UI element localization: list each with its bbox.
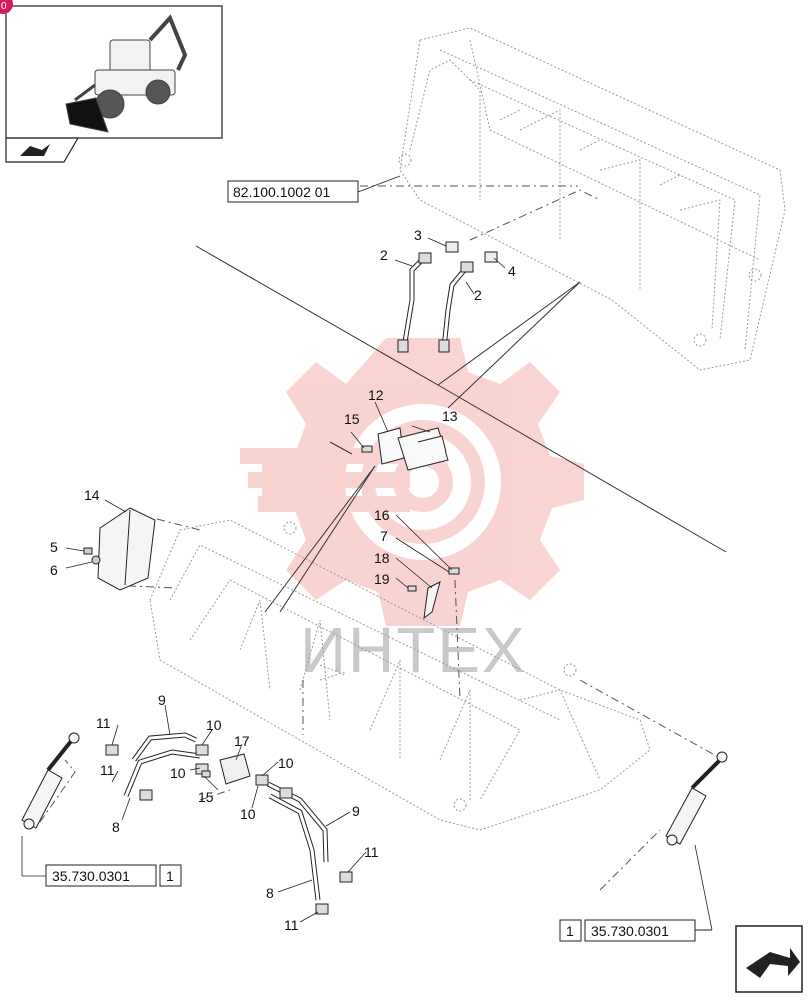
callout-17: 17 [234, 733, 250, 749]
lower-bucket [149, 519, 651, 831]
callout-14: 14 [84, 487, 100, 503]
callout-11d: 11 [284, 917, 299, 933]
callout-6: 6 [50, 562, 58, 578]
badge: 0 [0, 0, 13, 14]
guard-14 [97, 507, 156, 591]
callout-12: 12 [368, 387, 384, 403]
callout-3: 3 [414, 227, 422, 243]
thumbnail-panel[interactable] [5, 5, 223, 139]
gear-watermark-icon [240, 338, 584, 626]
screw-19 [407, 585, 417, 592]
ref-top-text: 82.100.1002 01 [233, 184, 331, 200]
washer-6 [91, 555, 101, 565]
callout-5: 5 [50, 539, 58, 555]
callout-16: 16 [374, 507, 390, 523]
callout-numbers: 2 2 3 4 12 13 15 14 5 6 16 7 18 19 9 11 … [50, 227, 516, 933]
callout-19: 19 [374, 571, 390, 587]
callout-18: 18 [374, 550, 390, 566]
ref-left-text: 35.730.0301 [52, 868, 130, 884]
svg-text:0: 0 [1, 1, 7, 12]
hose-8-left [123, 749, 201, 797]
leader-lines [21, 175, 713, 931]
callout-15a: 15 [344, 411, 360, 427]
callout-9a: 9 [158, 692, 166, 708]
ref-right-text: 35.730.0301 [591, 923, 669, 939]
hose-9-right [266, 781, 329, 863]
callout-11b: 11 [100, 762, 115, 778]
block-17 [219, 753, 251, 785]
ref-right-box: 1 [566, 923, 574, 939]
page-flip-icon[interactable] [5, 137, 80, 163]
hose-8-right [268, 793, 321, 901]
upper-bucket [398, 27, 786, 371]
callout-8b: 8 [266, 885, 274, 901]
callout-2b: 2 [474, 287, 482, 303]
callout-11c: 11 [364, 844, 379, 860]
ref-box-right[interactable]: 1 35.730.0301 [559, 919, 712, 942]
callout-15b: 15 [198, 789, 214, 805]
next-page-icon[interactable] [735, 925, 803, 993]
watermark-text: ИНТЕХ [300, 614, 527, 686]
callout-8a: 8 [112, 819, 120, 835]
cylinder-right [665, 751, 728, 846]
callout-10d: 10 [240, 806, 256, 822]
callout-13: 13 [442, 408, 458, 424]
fitting-4 [484, 251, 498, 263]
hose-2-right [438, 261, 474, 353]
callout-4: 4 [508, 263, 516, 279]
callout-2a: 2 [380, 247, 388, 263]
upper-bucket-dashed [360, 185, 601, 241]
fitting-3 [445, 241, 459, 253]
ref-box-top[interactable]: 82.100.1002 01 [227, 180, 359, 203]
bolt-15-top [361, 445, 373, 453]
callout-9b: 9 [352, 803, 360, 819]
callout-10a: 10 [206, 717, 222, 733]
backhoe-loader-image [65, 14, 188, 133]
callout-10b: 10 [170, 765, 186, 781]
callout-7: 7 [380, 528, 388, 544]
lower-bucket-dashed [39, 518, 721, 891]
clamp-18 [423, 581, 441, 620]
ref-left-box: 1 [166, 868, 174, 884]
cylinder-left [21, 732, 80, 830]
pin-7 [448, 567, 460, 575]
callout-10c: 10 [278, 755, 294, 771]
hose-2-left [397, 252, 432, 353]
callout-11a: 11 [96, 715, 111, 731]
reference-lines [195, 245, 727, 613]
bracket-13 [397, 427, 449, 471]
hose-9-left [131, 732, 198, 762]
ref-box-left[interactable]: 35.730.0301 1 [45, 864, 182, 887]
bolt-5 [83, 547, 93, 555]
